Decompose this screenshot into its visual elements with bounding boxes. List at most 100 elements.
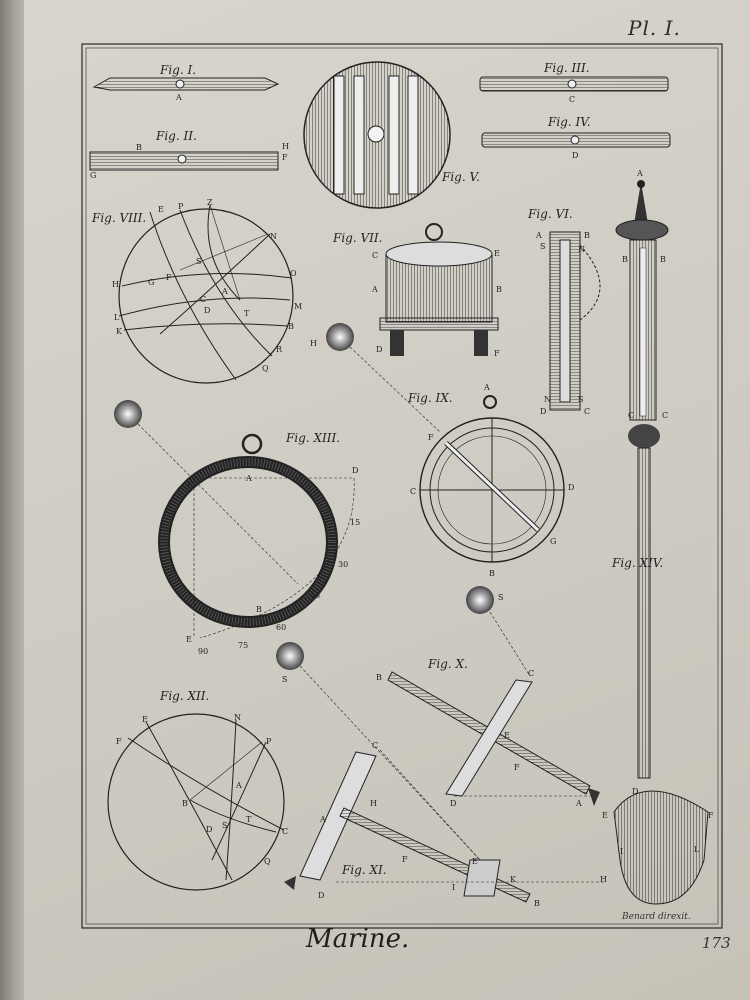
svg-text:D: D bbox=[204, 306, 210, 315]
figure-xiv: Fig. XIV. A B B C C D I L F bbox=[611, 169, 714, 905]
svg-text:A: A bbox=[221, 287, 228, 296]
svg-text:Q: Q bbox=[264, 857, 271, 866]
svg-text:D: D bbox=[376, 345, 382, 354]
fig-viii-caption: Fig. VIII. bbox=[91, 211, 146, 225]
fig-xi-caption: Fig. XI. bbox=[341, 863, 387, 877]
svg-text:S: S bbox=[196, 257, 201, 266]
svg-text:D: D bbox=[318, 891, 324, 900]
svg-text:D: D bbox=[450, 799, 456, 808]
svg-text:E: E bbox=[602, 811, 608, 820]
fig-iii-caption: Fig. III. bbox=[543, 61, 590, 75]
figure-iv: Fig. IV. D bbox=[481, 115, 671, 160]
svg-text:B: B bbox=[376, 673, 382, 682]
fig-iv-caption: Fig. IV. bbox=[547, 115, 591, 129]
svg-text:I: I bbox=[620, 847, 623, 856]
svg-text:S: S bbox=[540, 242, 545, 251]
sun-symbol bbox=[466, 586, 494, 614]
svg-text:K: K bbox=[116, 327, 123, 336]
svg-text:C: C bbox=[628, 411, 634, 420]
svg-text:Z: Z bbox=[207, 198, 213, 207]
svg-text:A: A bbox=[245, 474, 252, 483]
svg-text:C: C bbox=[188, 481, 194, 490]
fig-xii-caption: Fig. XII. bbox=[159, 689, 209, 703]
svg-text:A: A bbox=[535, 231, 542, 240]
sun-symbol bbox=[326, 323, 354, 351]
svg-text:A: A bbox=[636, 169, 643, 178]
svg-text:F: F bbox=[514, 763, 520, 772]
svg-text:C: C bbox=[200, 295, 206, 304]
svg-text:A: A bbox=[483, 383, 490, 392]
fig-vi-caption: Fig. VI. bbox=[527, 207, 573, 221]
svg-text:C: C bbox=[410, 487, 416, 496]
svg-text:T: T bbox=[246, 815, 252, 824]
svg-text:H: H bbox=[370, 799, 377, 808]
svg-text:60: 60 bbox=[276, 623, 286, 632]
figure-v: Fig. V. bbox=[303, 61, 480, 209]
svg-text:D: D bbox=[206, 825, 212, 834]
svg-text:30: 30 bbox=[338, 560, 348, 569]
figure-ix: Fig. IX. A F C D G B bbox=[407, 383, 574, 578]
svg-text:B: B bbox=[622, 255, 628, 264]
svg-text:B: B bbox=[288, 322, 294, 331]
svg-text:H: H bbox=[112, 280, 119, 289]
svg-text:B: B bbox=[584, 231, 590, 240]
svg-text:E: E bbox=[186, 635, 192, 644]
svg-text:E: E bbox=[472, 857, 478, 866]
fig-iii-label-c: C bbox=[569, 95, 575, 104]
sun-symbol bbox=[114, 400, 142, 428]
svg-text:S: S bbox=[498, 593, 503, 602]
engraver-signature: Benard direxit. bbox=[622, 912, 691, 922]
svg-text:90: 90 bbox=[198, 647, 208, 656]
figure-i: Fig. I. A bbox=[92, 63, 280, 102]
fig-ii-caption: Fig. II. bbox=[155, 129, 197, 143]
fig-xiv-caption: Fig. XIV. bbox=[611, 556, 663, 570]
fig-ii-label-b: B bbox=[136, 143, 142, 152]
svg-text:F: F bbox=[708, 811, 714, 820]
fig-vii-caption: Fig. VII. bbox=[332, 231, 382, 245]
fig-x-caption: Fig. X. bbox=[427, 657, 468, 671]
svg-text:C: C bbox=[372, 741, 378, 750]
svg-text:E: E bbox=[142, 715, 148, 724]
figure-xii: Fig. XII. E N F P A B D S T C Q bbox=[107, 689, 288, 891]
svg-text:T: T bbox=[244, 309, 250, 318]
fig-ix-caption: Fig. IX. bbox=[407, 391, 453, 405]
figure-ii: Fig. II. B H F G bbox=[89, 129, 289, 180]
svg-text:P: P bbox=[266, 737, 272, 746]
svg-text:M: M bbox=[294, 302, 302, 311]
page-number: 173 bbox=[702, 934, 731, 952]
svg-text:K: K bbox=[510, 875, 517, 884]
svg-text:N: N bbox=[234, 713, 241, 722]
svg-text:45: 45 bbox=[310, 591, 320, 600]
figure-vii: Fig. VII. C E A B D F H bbox=[310, 223, 502, 433]
fig-i-caption: Fig. I. bbox=[159, 63, 196, 77]
svg-text:G: G bbox=[550, 537, 556, 546]
figure-xiii: Fig. XIII. D C A B E 15 30 45 60 75 90 bbox=[114, 400, 360, 656]
figure-iii: Fig. III. C bbox=[479, 61, 669, 104]
fig-iv-label-d: D bbox=[572, 151, 578, 160]
svg-text:S: S bbox=[222, 821, 227, 830]
svg-text:F: F bbox=[428, 433, 434, 442]
svg-text:A: A bbox=[235, 781, 242, 790]
svg-text:C: C bbox=[282, 827, 288, 836]
sun-symbol bbox=[276, 642, 304, 670]
svg-text:B: B bbox=[660, 255, 666, 264]
fig-xiii-caption: Fig. XIII. bbox=[285, 431, 340, 445]
svg-text:Q: Q bbox=[262, 364, 269, 373]
svg-text:S: S bbox=[282, 675, 287, 684]
plate-border-outer bbox=[81, 43, 723, 929]
fig-ii-label-g: G bbox=[90, 171, 96, 180]
svg-text:L: L bbox=[694, 845, 700, 854]
svg-text:F: F bbox=[116, 737, 122, 746]
svg-text:B: B bbox=[182, 799, 188, 808]
svg-text:D: D bbox=[568, 483, 574, 492]
svg-text:B: B bbox=[489, 569, 495, 578]
svg-text:E: E bbox=[158, 205, 164, 214]
svg-text:C: C bbox=[372, 251, 378, 260]
plate-border-inner bbox=[85, 47, 719, 925]
fig-ii-label-h: H bbox=[282, 142, 289, 151]
svg-text:A: A bbox=[575, 799, 582, 808]
svg-text:R: R bbox=[276, 345, 283, 354]
figure-viii: Fig. VIII. E P Z N H G F S O C A D L T M… bbox=[91, 198, 302, 384]
svg-text:G: G bbox=[148, 278, 154, 287]
svg-text:P: P bbox=[178, 202, 184, 211]
